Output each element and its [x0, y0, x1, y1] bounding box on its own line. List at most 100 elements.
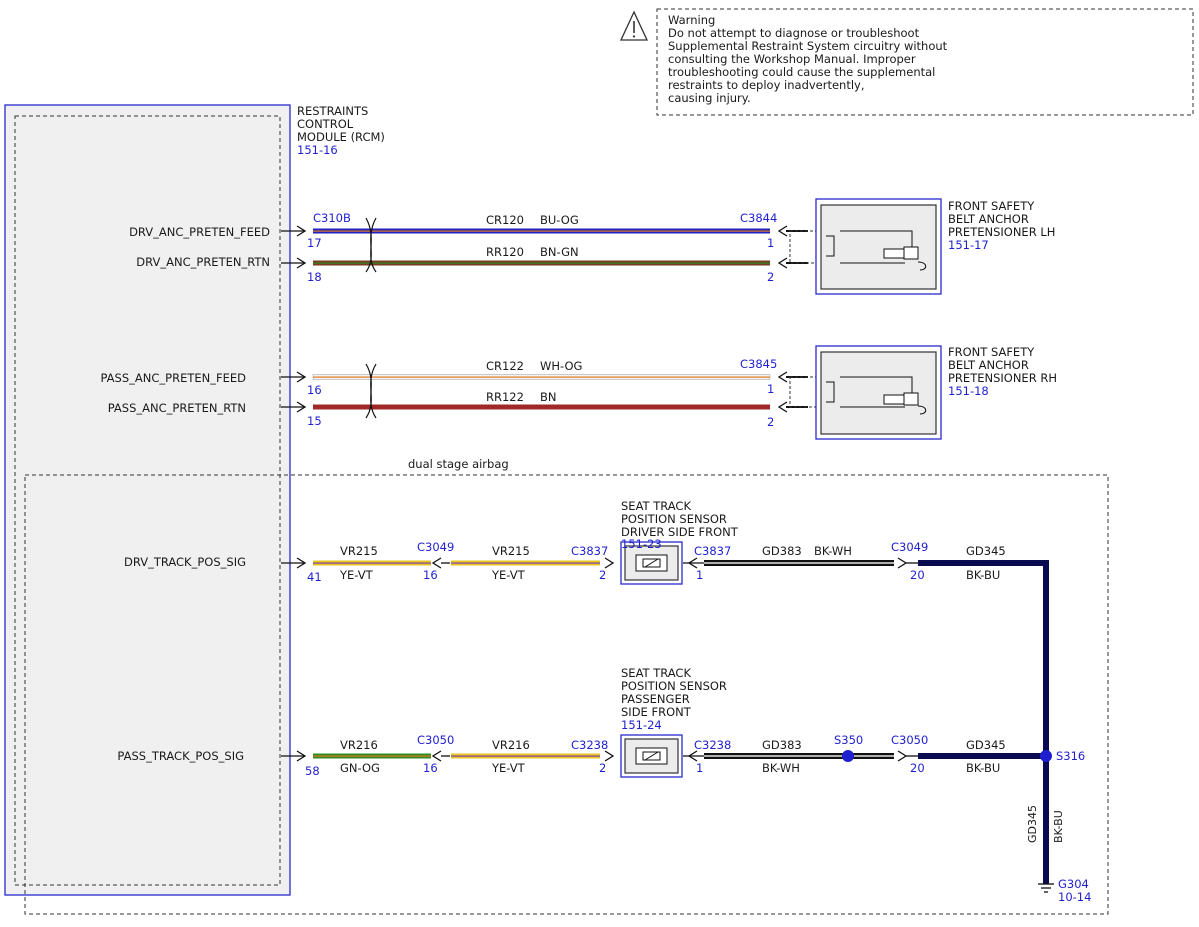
connector-label: C3837: [694, 544, 731, 558]
connector-label: C3238: [694, 738, 731, 752]
pin-number: 16: [307, 383, 322, 397]
warning-line: Do not attempt to diagnose or troublesho…: [668, 26, 920, 40]
connector-label: C310B: [313, 211, 351, 225]
rcm-module: RESTRAINTS CONTROL MODULE (RCM) 151-16: [4, 104, 385, 896]
component-name: BELT ANCHOR: [948, 358, 1029, 372]
wire-color-label: YE-VT: [491, 761, 526, 775]
ground-label: G304: [1058, 877, 1089, 891]
wire-color-label: BN: [540, 390, 557, 404]
circuit-label: GD345: [1026, 805, 1039, 843]
warning-line: Warning: [668, 13, 715, 27]
pin-number: 1: [767, 236, 774, 250]
rcm-title: MODULE (RCM): [297, 130, 385, 144]
connector-label: C3049: [891, 540, 928, 554]
warning-icon: [619, 10, 649, 41]
splice-s316: [1040, 750, 1052, 762]
warning-line: restraints to deploy inadvertently,: [668, 78, 865, 92]
connector-label: C3238: [571, 738, 608, 752]
connector-label: C3844: [740, 211, 777, 225]
circuit-gd383-pass: [683, 750, 908, 762]
dual-stage-label: dual stage airbag: [408, 457, 509, 471]
pin-label: PASS_ANC_PRETEN_FEED: [100, 371, 246, 385]
circuit-label: VR215: [492, 544, 530, 558]
component-name: FRONT SAFETY: [948, 199, 1035, 213]
pin-number: 20: [910, 761, 925, 775]
circuit-label: VR215: [340, 544, 378, 558]
component-name: POSITION SENSOR: [621, 512, 727, 526]
pin-number: 58: [305, 764, 320, 778]
pin-number: 17: [307, 236, 322, 250]
pin-label: DRV_ANC_PRETEN_RTN: [136, 255, 270, 269]
connector-label: C3845: [740, 357, 777, 371]
wire-color-label: BK-BU: [966, 568, 1000, 582]
pretensioner-rh: [815, 345, 942, 440]
ground-icon: [1038, 883, 1054, 893]
component-name: POSITION SENSOR: [621, 679, 727, 693]
component-name: FRONT SAFETY: [948, 345, 1035, 359]
pretensioner-lh: [815, 198, 942, 295]
warning-line: Supplemental Restraint System circuitry …: [668, 39, 948, 53]
pin-number: 18: [307, 270, 322, 284]
circuit-label: CR120: [486, 213, 524, 227]
circuit-label: GD345: [966, 544, 1006, 558]
circuit-label: RR120: [486, 245, 524, 259]
circuit-gd345-pass: [906, 753, 1049, 884]
wire-color-label: YE-VT: [491, 568, 526, 582]
circuit-cr122: [281, 371, 771, 383]
wire-color-label: WH-OG: [540, 359, 582, 373]
splice-s350: [842, 750, 854, 762]
pin-number: 1: [696, 568, 703, 582]
rcm-title: CONTROL: [297, 117, 354, 131]
wire-color-label: BK-BU: [1052, 810, 1065, 843]
pin-number: 1: [696, 761, 703, 775]
circuit-label: GD345: [966, 738, 1006, 752]
twisted-pair-symbol: [365, 363, 377, 419]
pin-number: 1: [767, 382, 774, 396]
wire-color-label: BK-WH: [762, 761, 800, 775]
wire-color-label: YE-VT: [339, 568, 374, 582]
pin-number: 2: [599, 568, 606, 582]
circuit-label: GD383: [762, 544, 802, 558]
wire-color-label: BK-BU: [966, 761, 1000, 775]
splice-label: S350: [834, 733, 863, 747]
warning-line: troubleshooting could cause the suppleme…: [668, 65, 935, 79]
circuit-label: GD383: [762, 738, 802, 752]
component-ref: 151-24: [621, 718, 662, 732]
component-name: SEAT TRACK: [621, 499, 691, 513]
component-name: PRETENSIONER RH: [948, 371, 1057, 385]
seat-track-sensor-passenger: [620, 734, 683, 778]
circuit-vr215-drv: [281, 557, 615, 569]
circuit-label: VR216: [340, 738, 378, 752]
pin-label: PASS_ANC_PRETEN_RTN: [108, 401, 246, 415]
circuit-rr122: [281, 401, 770, 413]
pin-number: 2: [599, 761, 606, 775]
pin-number: 2: [767, 415, 774, 429]
wire-color-label: GN-OG: [340, 761, 380, 775]
warning-line: consulting the Workshop Manual. Improper: [668, 52, 916, 66]
component-ref: 151-17: [948, 238, 989, 252]
circuit-gd383-drv: [683, 557, 908, 569]
splice-label: S316: [1056, 749, 1085, 763]
circuit-label: VR216: [492, 738, 530, 752]
component-name: BELT ANCHOR: [948, 212, 1029, 226]
pin-number: 15: [307, 414, 322, 428]
component-name: SIDE FRONT: [621, 705, 692, 719]
component-name: DRIVER SIDE FRONT: [621, 525, 739, 539]
rcm-title: RESTRAINTS: [297, 104, 368, 118]
dual-stage-airbag-group: dual stage airbag: [24, 457, 1109, 915]
pin-number: 16: [423, 761, 438, 775]
component-name: SEAT TRACK: [621, 666, 691, 680]
component-name: PASSENGER: [621, 692, 690, 706]
twisted-pair-symbol: [365, 217, 377, 273]
component-name: PRETENSIONER LH: [948, 225, 1055, 239]
circuit-cr120: [281, 225, 770, 237]
pin-number: 41: [307, 570, 322, 584]
pin-number: 2: [767, 270, 774, 284]
component-ref: 151-18: [948, 384, 989, 398]
circuit-label: RR122: [486, 390, 524, 404]
wire-color-label: BK-WH: [814, 544, 852, 558]
pin-number: 16: [423, 568, 438, 582]
warning-line: causing injury.: [668, 91, 751, 105]
circuit-label: CR122: [486, 359, 524, 373]
